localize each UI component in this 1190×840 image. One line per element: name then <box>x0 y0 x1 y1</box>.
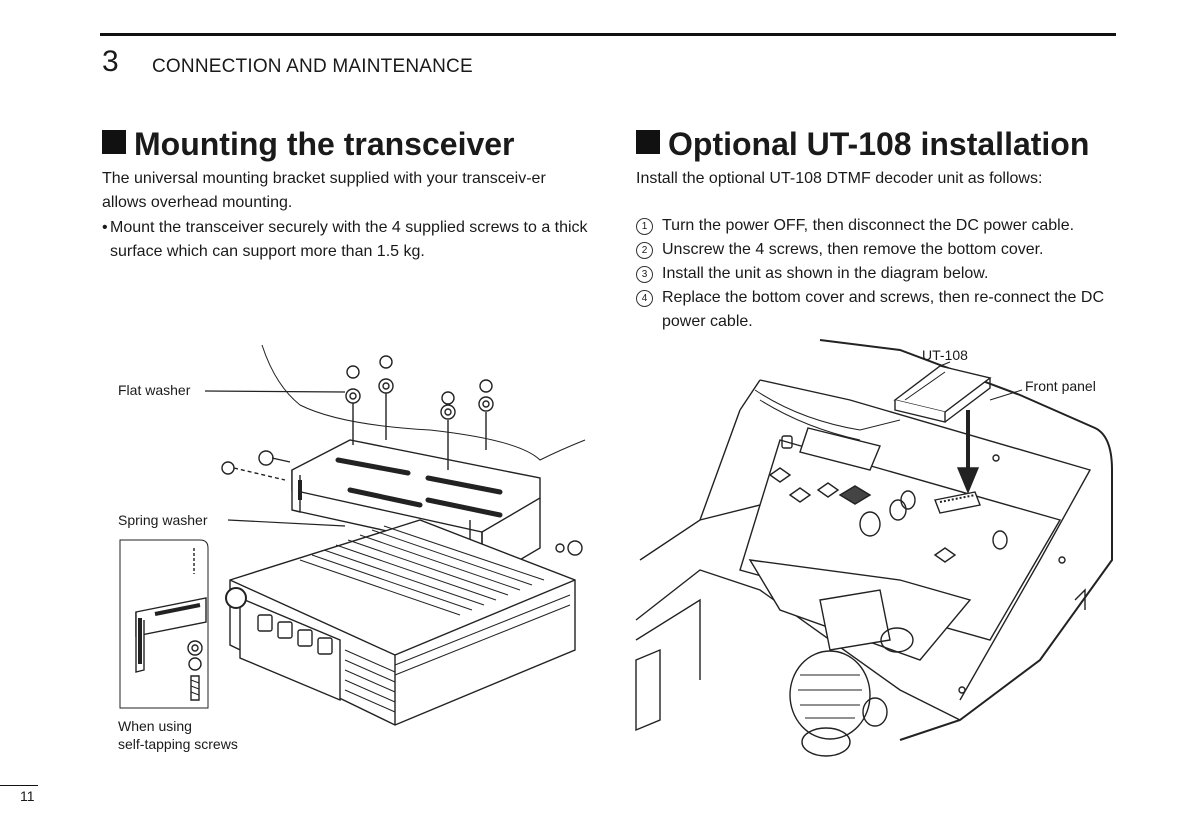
mounting-heading-text: Mounting the transceiver <box>134 126 515 162</box>
page-number-rule <box>0 785 38 786</box>
mounting-bullet-text: Mount the transceiver securely with the … <box>110 219 588 260</box>
step-number-icon: 4 <box>636 290 653 307</box>
self-tapping-label-line2: self-tapping screws <box>118 736 238 752</box>
heading-square-icon <box>102 130 126 154</box>
mounting-bullet: • Mount the transceiver securely with th… <box>102 216 592 264</box>
antenna-connector-icon <box>789 650 888 757</box>
header-rule <box>100 33 1116 36</box>
step-number-icon: 1 <box>636 218 653 235</box>
chapter-number: 3 <box>102 45 119 78</box>
flat-washer-label: Flat washer <box>118 382 191 398</box>
spring-washer-label: Spring washer <box>118 512 208 528</box>
bullet-dot-icon: • <box>102 219 108 236</box>
ut108-intro: Install the optional UT-108 DTMF decoder… <box>636 170 1043 187</box>
mounting-intro: The universal mounting bracket supplied … <box>102 170 546 211</box>
step-number-icon: 2 <box>636 242 653 259</box>
page-number: 11 <box>20 788 35 804</box>
front-panel-label: Front panel <box>1025 378 1096 394</box>
mounting-heading: Mounting the transceiver <box>102 124 515 164</box>
ut108-label: UT-108 <box>922 347 968 363</box>
ut108-heading-text: Optional UT-108 installation <box>668 126 1090 162</box>
chapter-title: CONNECTION AND MAINTENANCE <box>152 56 473 77</box>
heading-square-icon <box>636 130 660 154</box>
step-number-icon: 3 <box>636 266 653 283</box>
self-tapping-label-line1: When using <box>118 718 192 734</box>
screw-set-icon <box>345 355 494 470</box>
ut108-heading: Optional UT-108 installation <box>636 124 1089 164</box>
